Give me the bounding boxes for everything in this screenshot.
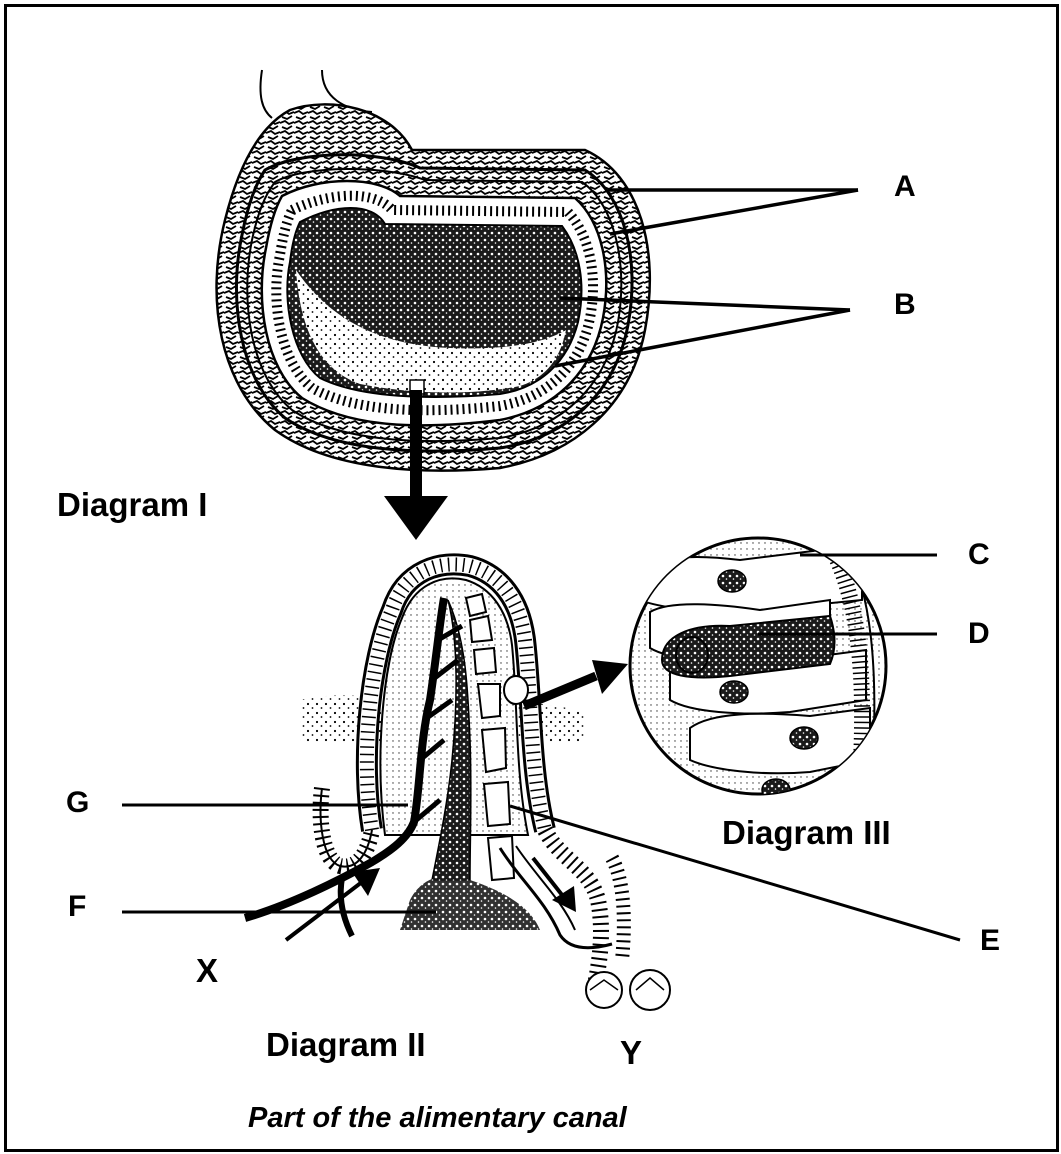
diagram3-title: Diagram III [722,816,891,849]
label-g: G [66,788,89,818]
label-c: C [968,540,990,570]
diagram3-epithelial-cells [630,538,886,801]
label-b: B [894,290,916,320]
label-a: A [894,172,916,202]
diagram1-cross-section [217,70,650,471]
label-e: E [980,926,1000,956]
diagram2-villus [245,564,670,1010]
diagram1-title: Diagram I [57,488,207,521]
label-x: X [196,954,218,987]
label-y: Y [620,1036,642,1069]
label-d: D [968,619,990,649]
diagram2-title: Diagram II [266,1028,426,1061]
label-f: F [68,892,86,922]
figure-caption: Part of the alimentary canal [248,1104,627,1133]
